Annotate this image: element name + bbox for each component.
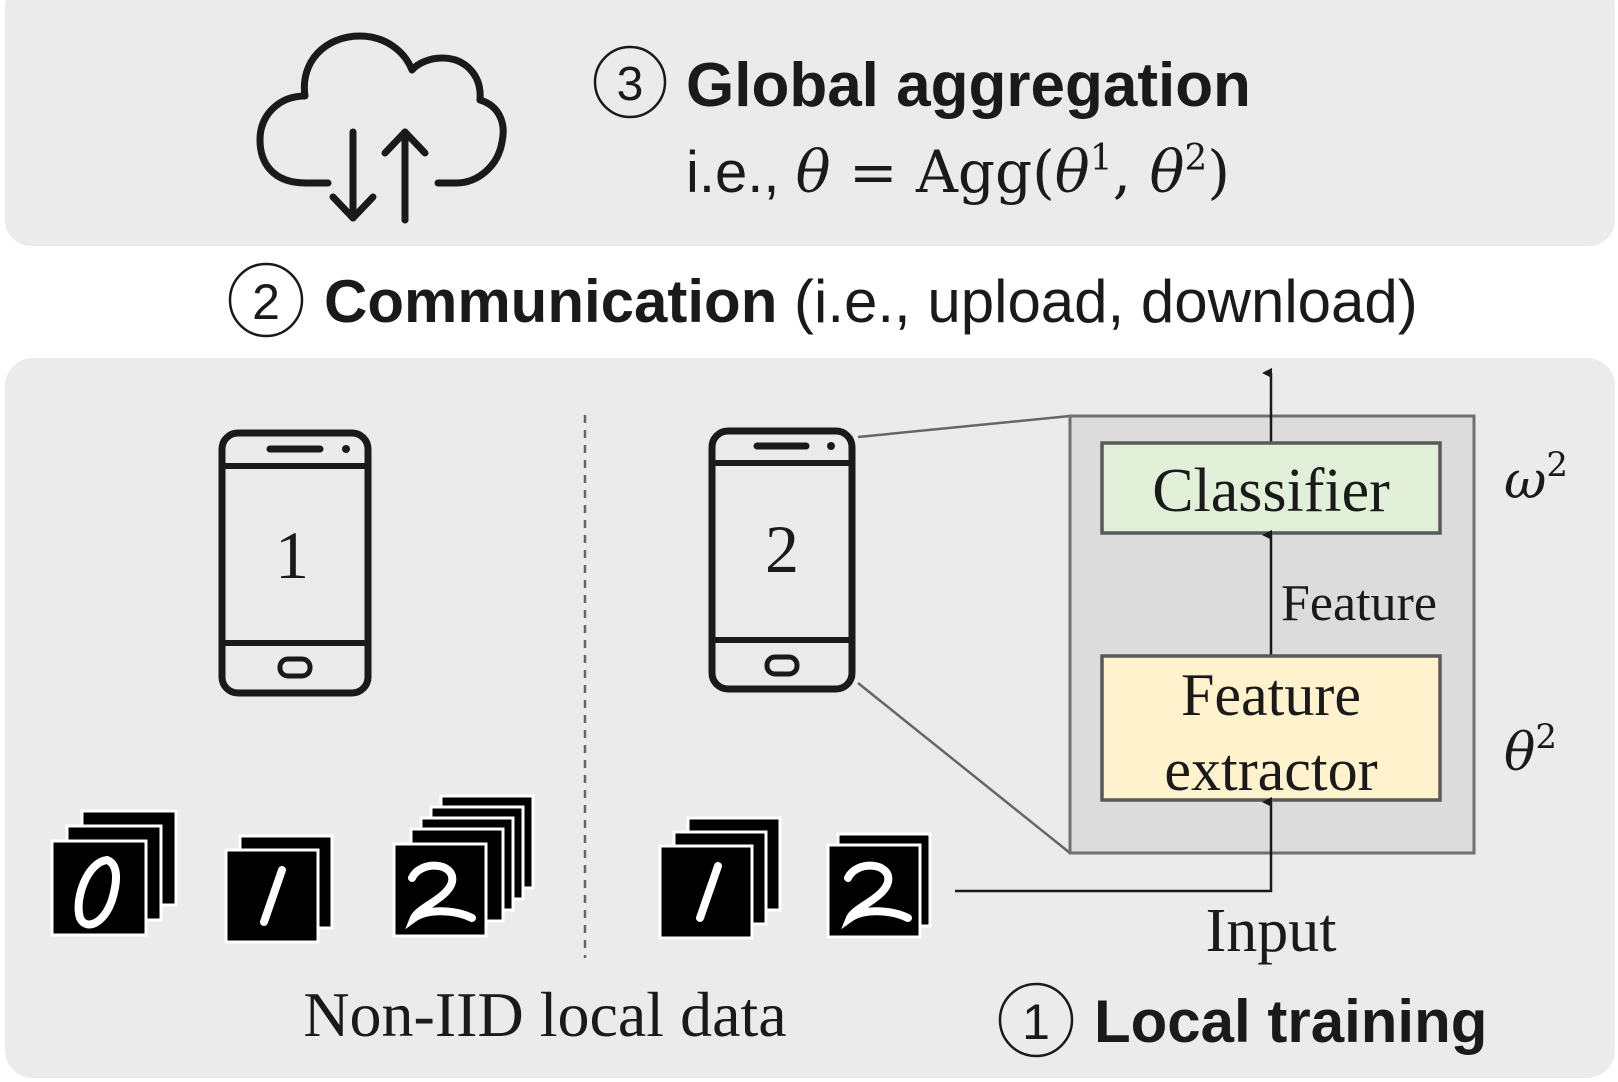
cloud-sync-icon <box>256 32 507 224</box>
mnist-stack-digit-0 <box>50 809 178 937</box>
mnist-stack-digit-2 <box>392 794 535 938</box>
mnist-digit-image <box>74 855 120 929</box>
mnist-digit-image <box>260 866 286 926</box>
mnist-stack-digit-1 <box>658 816 782 940</box>
feature-extractor-line2: extractor <box>1164 737 1377 803</box>
client-1-label: 1 <box>275 517 309 593</box>
step-3-badge: 3 <box>593 45 667 119</box>
communication-title: Communication (i.e., upload, download) <box>324 268 1418 335</box>
zoom-line-top <box>857 414 1071 439</box>
theta-symbol: θ2 <box>1504 717 1557 783</box>
local-data-label: Non-IID local data <box>303 979 786 1050</box>
global-panel <box>5 0 1615 246</box>
input-arrow <box>955 797 1273 893</box>
input-label: Input <box>1206 897 1337 965</box>
svg-text:1: 1 <box>1022 994 1050 1050</box>
aggregation-equation: i.e., θ = Agg(θ1, θ2) <box>686 138 1230 206</box>
svg-text:2: 2 <box>252 274 280 330</box>
classifier-block <box>1100 441 1442 535</box>
client-2-label: 2 <box>765 511 799 587</box>
mnist-stack-digit-2 <box>826 832 932 939</box>
zoom-line-bottom <box>857 682 1071 854</box>
feature-extractor-line1: Feature <box>1181 662 1361 728</box>
smartphone-icon <box>218 429 372 697</box>
global-aggregation-title: Global aggregation <box>686 51 1251 120</box>
step-1-badge: 1 <box>998 982 1074 1058</box>
feature-label: Feature <box>1281 575 1437 632</box>
svg-text:3: 3 <box>617 58 644 111</box>
step-2-badge: 2 <box>228 262 304 338</box>
local-training-title: Local training <box>1094 988 1487 1055</box>
mnist-stack-digit-1 <box>224 834 334 944</box>
mnist-digit-image <box>405 861 476 930</box>
mnist-digit-image <box>696 862 722 922</box>
classifier-label: Classifier <box>1152 457 1390 525</box>
smartphone-icon <box>708 427 856 693</box>
omega-symbol: ω2 <box>1504 445 1568 511</box>
mnist-digit-image <box>841 861 912 930</box>
